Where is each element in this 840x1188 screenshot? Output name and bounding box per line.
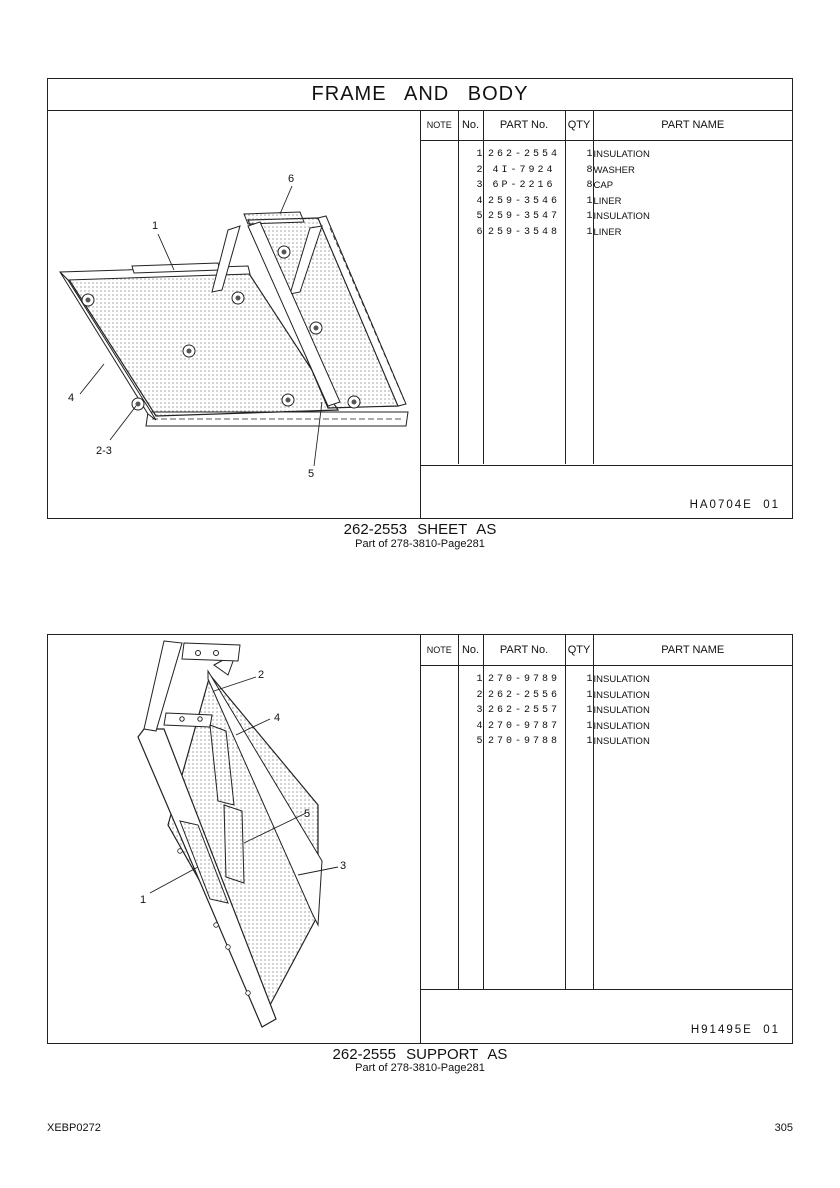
sheet-assembly-drawing: 1 2-3 4 5 6 — [58, 173, 409, 480]
callout-5: 5 — [304, 808, 310, 820]
ref-code-1: HA0704E 01 — [689, 499, 780, 511]
col-part-name: PART NAME — [593, 110, 792, 141]
col-note: NOTE — [421, 110, 459, 141]
callout-2: 2 — [258, 669, 264, 681]
subcaption-support-as: Part of 278-3810-Page281 — [355, 1062, 485, 1074]
col-part-no: PART No. — [483, 110, 566, 141]
document-code: XEBP0272 — [47, 1122, 101, 1134]
callout-5: 5 — [308, 468, 314, 480]
col-no: No. — [458, 635, 484, 666]
page-title: FRAME AND BODY — [48, 79, 792, 111]
col-part-no: PART No. — [483, 635, 566, 666]
caption-support-as: 262-2555 SUPPORT AS — [332, 1046, 508, 1063]
section1-frame: FRAME AND BODY — [47, 78, 793, 519]
col-no: No. — [458, 110, 484, 141]
callout-1: 1 — [140, 894, 146, 906]
callout-3: 3 — [340, 860, 346, 872]
callout-4: 4 — [68, 392, 74, 404]
page-number: 305 — [774, 1122, 793, 1134]
col-qty: QTY — [565, 635, 594, 666]
col-qty: QTY — [565, 110, 594, 141]
support-assembly-drawing: 2 4 5 3 1 — [137, 640, 346, 1028]
col-note: NOTE — [421, 635, 459, 666]
support-assembly-illustration: 2 4 5 3 1 — [48, 635, 421, 1043]
callout-4: 4 — [274, 712, 280, 724]
ref-code-2: H91495E 01 — [690, 1024, 780, 1036]
callout-2-3: 2-3 — [96, 445, 112, 457]
callout-6: 6 — [288, 173, 294, 185]
ref-code-cell-1: HA0704E 01 — [421, 465, 792, 518]
ref-code-cell-2: H91495E 01 — [421, 989, 792, 1043]
section2-frame: 2 4 5 3 1 NOTE No. PART No. QTY PART NAM… — [47, 634, 793, 1044]
subcaption-sheet-as: Part of 278-3810-Page281 — [355, 538, 485, 550]
callout-1: 1 — [152, 220, 158, 232]
col-part-name: PART NAME — [593, 635, 792, 666]
sheet-assembly-illustration: 1 2-3 4 5 6 — [48, 110, 421, 518]
caption-sheet-as: 262-2553 SHEET AS — [343, 521, 497, 538]
